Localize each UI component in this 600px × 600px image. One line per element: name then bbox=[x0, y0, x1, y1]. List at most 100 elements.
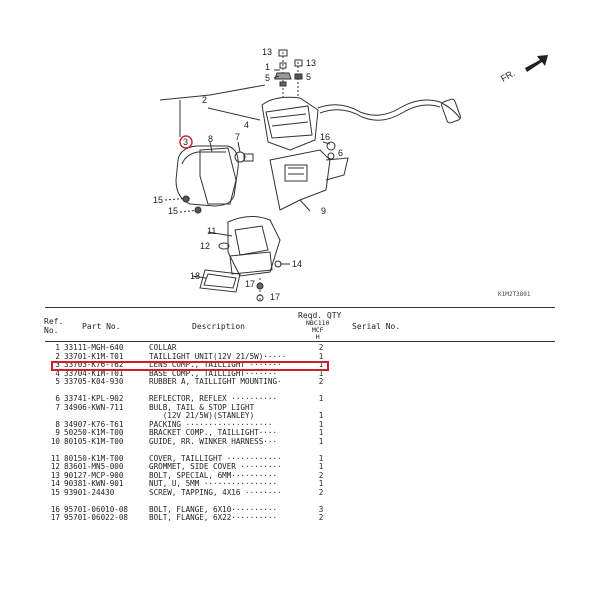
callout-12: 12 bbox=[200, 241, 210, 251]
part-no-cell: 93901-24430 bbox=[64, 487, 115, 497]
part-no-cell: 90127-MCP-900 bbox=[64, 470, 124, 480]
table-row: 16 95701-06010-08 BOLT, FLANGE, 6X10······… bbox=[50, 504, 340, 515]
description-cell: NUT, U, 5MM ················ bbox=[149, 479, 278, 489]
table-row: 4 33704-K1M-T01 BASE COMP., TAILLIGHT·····… bbox=[50, 368, 340, 379]
callout-9: 9 bbox=[321, 206, 326, 216]
direction-label: FR. bbox=[499, 68, 517, 84]
callout-6: 6 bbox=[338, 148, 343, 158]
diagram-code: K1M2T3801 bbox=[498, 291, 531, 298]
qty-cell: 2 bbox=[318, 343, 324, 352]
ref-no-cell: 15 bbox=[50, 487, 60, 497]
front-direction-arrow-icon bbox=[525, 55, 548, 72]
qty-cell: 2 bbox=[318, 487, 324, 497]
part-no-cell: 34906-KWN-711 bbox=[64, 402, 124, 412]
qty-cell: 2 bbox=[318, 377, 324, 387]
description-cell: COLLAR bbox=[149, 343, 177, 352]
description-cell: RUBBER A, TAILLIGHT MOUNTING· bbox=[149, 377, 282, 387]
ref-no-cell: 8 bbox=[55, 419, 60, 429]
part-no-cell: 50250-K1M-T00 bbox=[64, 428, 124, 438]
header-serial-no: Serial No. bbox=[352, 322, 401, 331]
table-header-rule bbox=[45, 341, 555, 342]
ref-no-cell: 13 bbox=[50, 470, 60, 480]
highlight-box-ref-3 bbox=[51, 361, 329, 371]
qty-cell: 1 bbox=[318, 419, 324, 429]
table-row: (12V 21/5W)(STANLEY) 1 bbox=[50, 412, 340, 421]
callout-17b: 17 bbox=[270, 292, 280, 302]
qty-cell: 1 bbox=[318, 351, 324, 361]
part-no-cell: 33741-KPL-902 bbox=[64, 393, 124, 403]
callout-15: 15 bbox=[153, 195, 163, 205]
callout-13: 13 bbox=[262, 47, 272, 57]
table-top-rule bbox=[45, 307, 555, 308]
callout-1: 1 bbox=[265, 62, 270, 72]
callout-5b: 5 bbox=[306, 72, 311, 82]
qty-cell: 1 bbox=[318, 436, 324, 446]
part-no-cell: 33703-K76-T62 bbox=[64, 360, 124, 370]
part-no-cell: 33704-K1M-T01 bbox=[64, 368, 124, 378]
ref-no-cell: 11 bbox=[50, 453, 60, 463]
callout-15b: 15 bbox=[168, 206, 178, 216]
ref-no-cell: 3 bbox=[55, 360, 60, 370]
ref-no-cell: 4 bbox=[55, 368, 60, 378]
exploded-parts-diagram: FR. 13 1 5 13 5 2 4 3 8 7 16 6 15 15 9 1… bbox=[153, 47, 548, 302]
description-cell: BASE COMP., TAILLIGHT······· bbox=[149, 368, 278, 378]
ref-no-cell: 12 bbox=[50, 462, 60, 472]
callout-5: 5 bbox=[265, 73, 270, 83]
ref-no-cell: 2 bbox=[55, 351, 60, 361]
qty-cell: 1 bbox=[318, 453, 324, 463]
qty-cell: 1 bbox=[318, 411, 324, 421]
header-reqd-qty: Reqd. QTY bbox=[298, 311, 342, 320]
part-no-cell: 33705-K04-930 bbox=[64, 377, 124, 387]
callout-14: 14 bbox=[292, 259, 302, 269]
callout-13b: 13 bbox=[306, 58, 316, 68]
table-row: 6 33741-KPL-902 REFLECTOR, REFLEX ········… bbox=[50, 393, 340, 404]
description-cell: COVER, TAILLIGHT ············ bbox=[149, 453, 282, 463]
callout-3: 3 bbox=[183, 137, 188, 147]
table-row: 10 80105-K1M-T00 GUIDE, RR. WINKER HARNESS… bbox=[50, 436, 340, 447]
qty-cell: 1 bbox=[318, 368, 324, 378]
description-cell: PACKING ··················· bbox=[149, 419, 273, 429]
ref-no-cell: 14 bbox=[50, 479, 60, 489]
header-description: Description bbox=[192, 322, 245, 331]
table-row: 14 90381-KWN-901 NUT, U, 5MM ·············… bbox=[50, 480, 340, 489]
ref-no-cell: 16 bbox=[50, 504, 60, 514]
table-row: 15 93901-24430 SCREW, TAPPING, 4X16 ······… bbox=[50, 487, 340, 498]
qty-cell: 1 bbox=[318, 393, 324, 403]
callout-7: 7 bbox=[235, 132, 240, 142]
qty-cell: 3 bbox=[318, 504, 324, 514]
part-no-cell: 33701-K1M-T01 bbox=[64, 351, 124, 361]
part-no-cell: 95701-06010-08 bbox=[64, 504, 129, 514]
callout-11: 11 bbox=[207, 226, 216, 236]
qty-cell: 1 bbox=[318, 360, 324, 370]
qty-cell: 1 bbox=[318, 428, 324, 438]
highlight-circle-ref-3 bbox=[179, 135, 193, 149]
part-no-cell: 90381-KWN-901 bbox=[64, 479, 124, 489]
description-cell: BOLT, FLANGE, 6X10·········· bbox=[149, 504, 278, 514]
part-no-cell: 95701-06022-08 bbox=[64, 513, 129, 523]
header-model-code: NBC110 MCF H bbox=[306, 319, 330, 341]
description-cell: (12V 21/5W)(STANLEY) bbox=[149, 411, 255, 421]
ref-no-cell: 10 bbox=[50, 436, 60, 446]
ref-no-cell: 6 bbox=[55, 393, 60, 403]
part-no-cell: 80105-K1M-T00 bbox=[64, 436, 124, 446]
description-cell: GUIDE, RR. WINKER HARNESS··· bbox=[149, 436, 278, 446]
description-cell: SCREW, TAPPING, 4X16 ········ bbox=[149, 487, 282, 497]
ref-no-cell: 7 bbox=[55, 402, 60, 412]
callout-2: 2 bbox=[202, 95, 207, 105]
qty-cell: 2 bbox=[318, 513, 324, 523]
part-no-cell: 83601-MN5-000 bbox=[64, 462, 124, 472]
ref-no-cell: 17 bbox=[50, 513, 60, 523]
description-cell: REFLECTOR, REFLEX ·········· bbox=[149, 393, 278, 403]
callout-16: 16 bbox=[320, 132, 330, 142]
description-cell: BOLT, FLANGE, 6X22·········· bbox=[149, 513, 278, 523]
callout-4: 4 bbox=[244, 120, 249, 130]
qty-cell: 2 bbox=[318, 470, 324, 480]
description-cell: BULB, TAIL & STOP LIGHT bbox=[149, 402, 255, 412]
